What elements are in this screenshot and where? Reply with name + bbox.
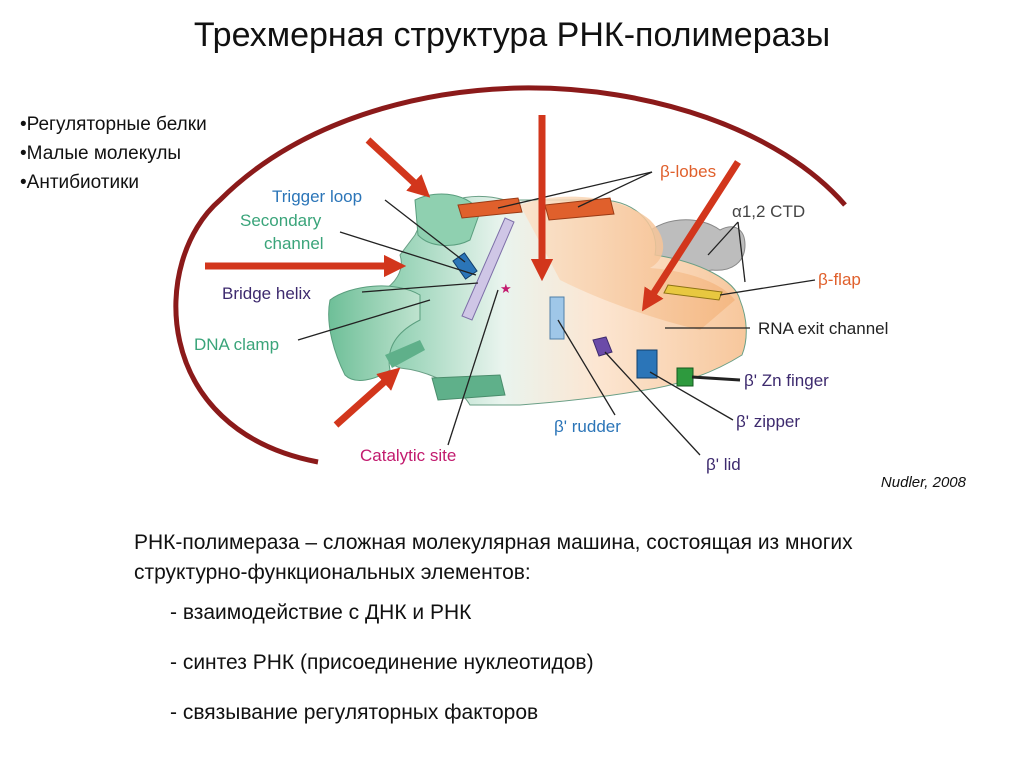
secondary-channel-shape [414,193,481,246]
label-beta-prime-zn-finger: β' Zn finger [744,371,829,390]
label-rna-exit-channel: RNA exit channel [758,319,888,338]
beta-subunit [520,196,735,330]
leader-lines [297,171,816,456]
label-beta-lobes: β-lobes [660,162,716,181]
list-item: •Малые молекулы [20,143,182,164]
label-beta-prime-zipper: β' zipper [736,412,800,431]
flap-block [663,284,723,301]
zn-finger-block [676,367,694,387]
slide-title: Трехмерная структура РНК-полимеразы [193,16,831,54]
citation: Nudler, 2008 [880,474,966,491]
clamp-lower-shape [385,340,425,368]
label-dna-clamp: DNA clamp [194,335,279,354]
label-secondary-channel-line2: channel [264,234,324,253]
beta-lobe-left [457,197,523,219]
label-alpha-ctd: α1,2 CTD [732,202,805,221]
ligand-arrows [205,115,741,428]
label-beta-flap: β-flap [818,270,861,289]
label-trigger-loop: Trigger loop [272,187,362,206]
description-text: РНК-полимераза – сложная молекулярная ма… [134,531,853,584]
label-beta-prime-lid: β' lid [706,455,741,474]
list-item: - связывание регуляторных факторов [170,701,539,724]
lid-block [592,336,613,357]
label-beta-prime-rudder: β' rudder [554,417,621,436]
list-item: - синтез РНК (присоединение нуклеотидов) [170,651,594,674]
label-catalytic-site: Catalytic site [360,446,456,465]
catalytic-site-marker: ★ [500,282,512,297]
list-item: •Регуляторные белки [20,114,207,135]
beta-lobe-right [544,197,615,221]
outline-arc [173,85,847,465]
label-secondary-channel-line1: Secondary [240,211,322,230]
zipper-block [636,349,658,379]
lower-jaw-shape [431,374,506,401]
arrow-secondary-channel [365,137,431,198]
rudder-slab [549,296,565,340]
function-list: - взаимодействие с ДНК и РНК - синтез РН… [170,598,594,748]
list-item: - взаимодействие с ДНК и РНК [170,601,472,624]
effector-list: •Регуляторные белки •Малые молекулы •Ант… [20,110,207,197]
label-bridge-helix: Bridge helix [222,284,311,303]
list-item: •Антибиотики [20,172,140,193]
arrow-bottom [333,367,401,428]
arrow-right [641,160,741,312]
